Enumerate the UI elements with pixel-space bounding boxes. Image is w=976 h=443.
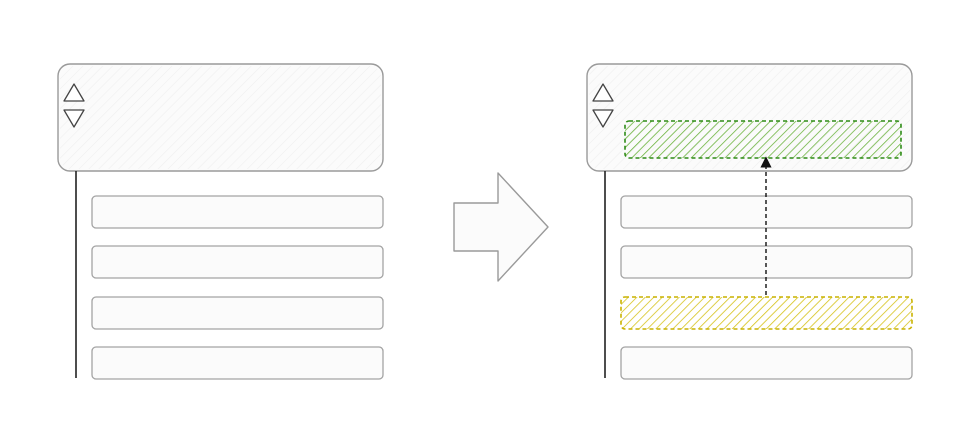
list-row bbox=[91, 245, 384, 279]
list-row bbox=[91, 195, 384, 229]
header-box-hatch bbox=[60, 66, 381, 169]
triangle-down-icon bbox=[592, 109, 614, 128]
list-row bbox=[620, 346, 913, 380]
drop-target-slot bbox=[624, 120, 902, 159]
triangle-up-icon bbox=[592, 83, 614, 102]
triangle-up-icon bbox=[63, 83, 85, 102]
list-row bbox=[91, 296, 384, 330]
panel-after bbox=[586, 63, 913, 380]
right-arrow-icon bbox=[453, 172, 549, 282]
list-row bbox=[91, 346, 384, 380]
panel-before bbox=[57, 63, 384, 380]
dragged-row-highlight bbox=[620, 296, 913, 330]
triangle-down-icon bbox=[63, 109, 85, 128]
